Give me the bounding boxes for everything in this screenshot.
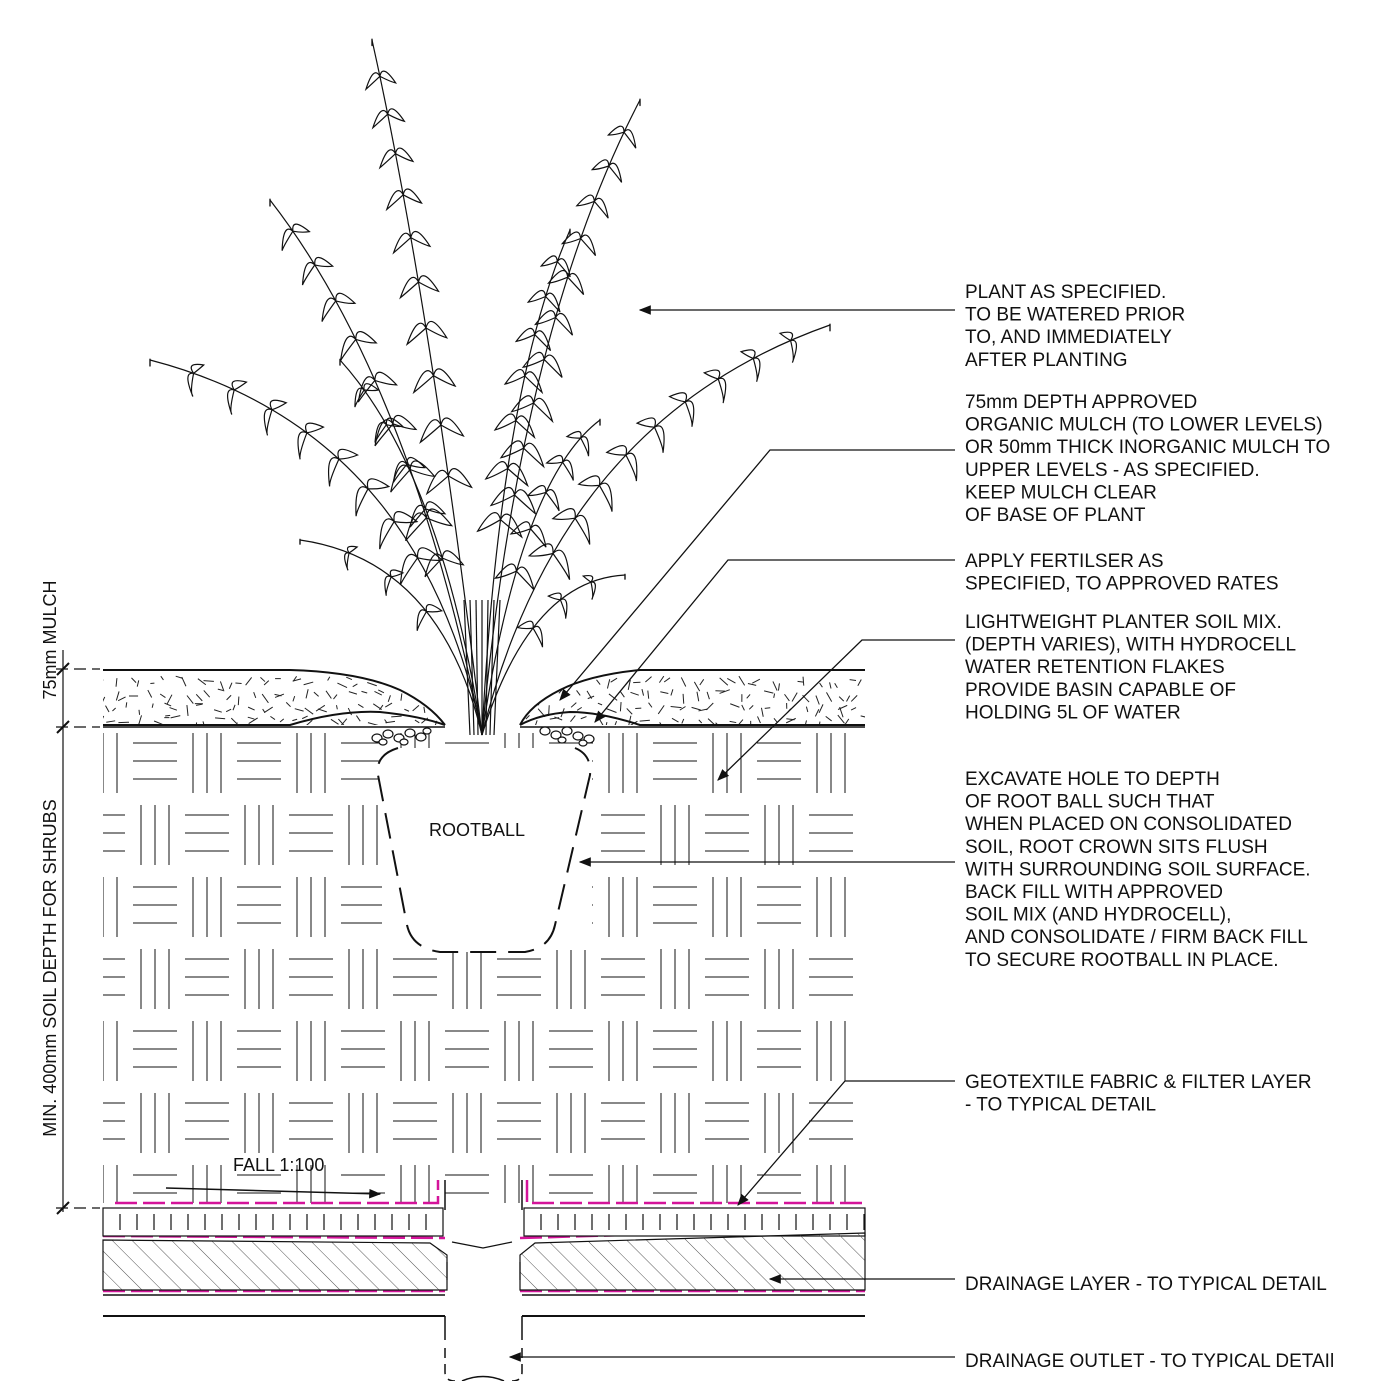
note-line: EXCAVATE HOLE TO DEPTH: [965, 769, 1220, 790]
fall-label: FALL 1:100: [233, 1155, 324, 1175]
plant-illustration: [149, 38, 831, 736]
leader-geotextile: [737, 1080, 955, 1206]
note-line: APPLY FERTILSER AS: [965, 551, 1164, 572]
note-line: WATER RETENTION FLAKES: [965, 657, 1225, 678]
note-6: GEOTEXTILE FABRIC & FILTER LAYER- TO TYP…: [965, 1072, 1312, 1116]
leader-mulch: [559, 449, 955, 701]
note-line: BACK FILL WITH APPROVED: [965, 882, 1223, 903]
note-7: DRAINAGE LAYER - TO TYPICAL DETAIL: [965, 1274, 1327, 1295]
mulch-depth-label: 75mm MULCH: [40, 580, 60, 699]
drainage-buildup: [102, 1180, 866, 1381]
drainage-layer: [102, 1232, 866, 1291]
rootball-label: ROOTBALL: [429, 820, 525, 840]
leader-lines: [508, 305, 955, 1362]
note-line: TO BE WATERED PRIOR: [965, 305, 1185, 326]
note-line: SOIL, ROOT CROWN SITS FLUSH: [965, 837, 1268, 858]
rootball: ROOTBALL: [376, 747, 592, 953]
dimension-lines: [56, 650, 100, 1215]
note-line: WITH SURROUNDING SOIL SURFACE.: [965, 859, 1311, 880]
note-line: OF ROOT BALL SUCH THAT: [965, 792, 1215, 813]
note-line: DRAINAGE LAYER - TO TYPICAL DETAIL: [965, 1274, 1327, 1295]
note-line: SPECIFIED, TO APPROVED RATES: [965, 574, 1279, 595]
soil-depth-label: MIN. 400mm SOIL DEPTH FOR SHRUBS: [40, 799, 60, 1136]
note-line: HOLDING 5L OF WATER: [965, 702, 1181, 723]
note-line: TO, AND IMMEDIATELY: [965, 327, 1172, 348]
note-line: (DEPTH VARIES), WITH HYDROCELL: [965, 635, 1296, 656]
note-line: PROVIDE BASIN CAPABLE OF: [965, 680, 1236, 701]
note-line: AFTER PLANTING: [965, 350, 1128, 371]
note-line: LIGHTWEIGHT PLANTER SOIL MIX.: [965, 612, 1282, 633]
note-8: DRAINAGE OUTLET - TO TYPICAL DETAIl: [965, 1351, 1334, 1372]
note-line: OF BASE OF PLANT: [965, 505, 1146, 526]
drainage-outlet: [444, 1316, 523, 1381]
note-4: LIGHTWEIGHT PLANTER SOIL MIX.(DEPTH VARI…: [965, 612, 1296, 723]
fall-indicator: FALL 1:100: [165, 1155, 382, 1199]
note-line: WHEN PLACED ON CONSOLIDATED: [965, 814, 1292, 835]
note-line: DRAINAGE OUTLET - TO TYPICAL DETAIl: [965, 1351, 1334, 1372]
note-line: KEEP MULCH CLEAR: [965, 482, 1157, 503]
leader-fertiliser: [594, 559, 955, 723]
leader-soil-mix: [717, 639, 955, 781]
note-line: GEOTEXTILE FABRIC & FILTER LAYER: [965, 1072, 1312, 1093]
note-line: OR 50mm THICK INORGANIC MULCH TO: [965, 437, 1330, 458]
note-line: AND CONSOLIDATE / FIRM BACK FILL: [965, 927, 1308, 948]
note-line: UPPER LEVELS - AS SPECIFIED.: [965, 460, 1260, 481]
note-line: 75mm DEPTH APPROVED: [965, 392, 1197, 413]
note-line: PLANT AS SPECIFIED.: [965, 282, 1166, 303]
note-line: ORGANIC MULCH (TO LOWER LEVELS): [965, 415, 1323, 436]
note-line: - TO TYPICAL DETAIL: [965, 1095, 1156, 1116]
fertiliser-pellets: [371, 726, 595, 747]
note-line: SOIL MIX (AND HYDROCELL),: [965, 905, 1231, 926]
note-line: TO SECURE ROOTBALL IN PLACE.: [965, 950, 1279, 971]
